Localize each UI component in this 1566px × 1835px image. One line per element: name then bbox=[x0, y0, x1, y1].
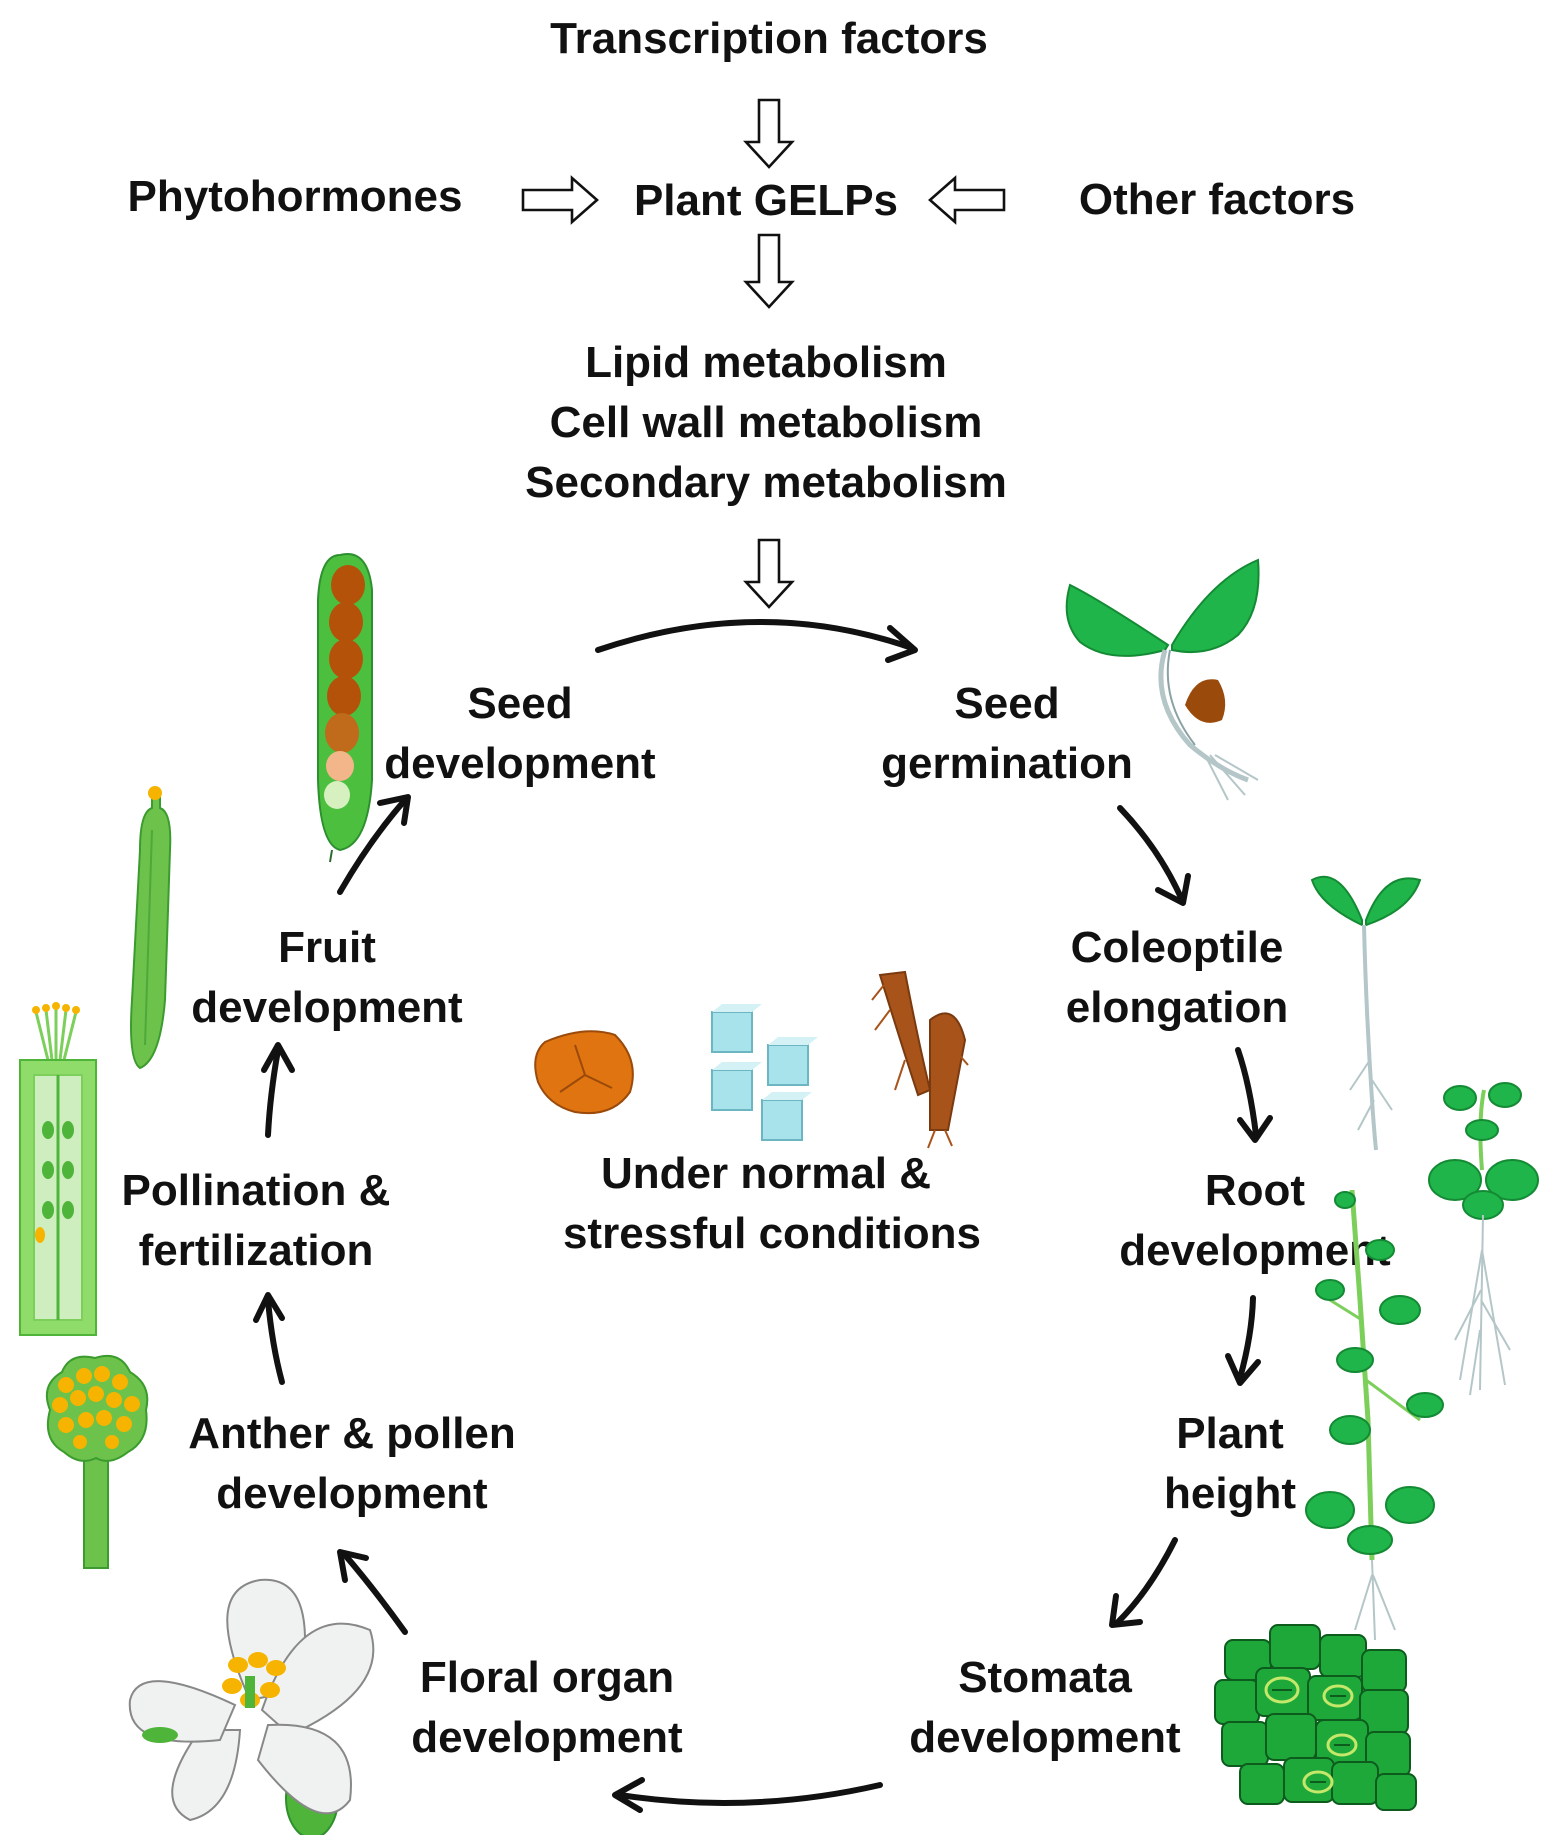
stage-stomata-development: Stomata development bbox=[909, 1653, 1181, 1762]
stage-label-line2: development bbox=[411, 1713, 683, 1762]
flower-illustration bbox=[128, 1578, 375, 1835]
cycle-arrow-fruit-to-seed-dev bbox=[337, 794, 411, 895]
fruit-pod-illustration bbox=[130, 786, 172, 1070]
cycle-arrow-anther-to-pollination bbox=[253, 1292, 285, 1385]
arrow-right-from-phytohormones bbox=[521, 175, 599, 225]
phytohormones-label: Phytohormones bbox=[128, 172, 463, 221]
stage-label-line1: Stomata bbox=[958, 1653, 1132, 1702]
tall-plant-illustration bbox=[1305, 1189, 1444, 1641]
stage-label-line1: Root bbox=[1205, 1166, 1306, 1215]
stage-label-line1: Pollination & bbox=[122, 1166, 391, 1215]
anther-illustration bbox=[46, 1354, 149, 1569]
stage-label-line2: development bbox=[384, 739, 656, 788]
arrow-down-to-life-cycle bbox=[743, 538, 795, 609]
cell-wall-metabolism-label: Cell wall metabolism bbox=[550, 398, 983, 447]
stage-label-line1: Fruit bbox=[278, 923, 376, 972]
stage-pollination-fertilization: Pollination & fertilization bbox=[122, 1166, 391, 1275]
cycle-arrow-germination-to-coleoptile bbox=[1117, 805, 1191, 906]
stage-label-line2: development bbox=[1119, 1226, 1391, 1275]
other-factors-label: Other factors bbox=[1079, 175, 1355, 224]
stage-label-line1: Seed bbox=[467, 679, 572, 728]
young-plant-illustration bbox=[1428, 1082, 1539, 1396]
stage-label-line2: development bbox=[191, 983, 463, 1032]
cycle-arrow-root-to-plant-height bbox=[1225, 1295, 1261, 1386]
stage-floral-organ-development: Floral organ development bbox=[411, 1653, 683, 1762]
stage-root-development: Root development bbox=[1119, 1166, 1391, 1275]
stomata-illustration bbox=[1214, 1624, 1417, 1811]
cycle-arrow-plant-height-to-stomata bbox=[1109, 1537, 1178, 1628]
cycle-arrow-floral-to-anther bbox=[337, 1549, 408, 1635]
stage-fruit-development: Fruit development bbox=[191, 923, 463, 1032]
small-seedling-illustration bbox=[1310, 875, 1422, 1151]
arrow-down-to-metabolism bbox=[743, 233, 795, 309]
stage-label-line2: elongation bbox=[1066, 983, 1288, 1032]
stage-anther-pollen-development: Anther & pollen development bbox=[188, 1409, 516, 1518]
stage-seed-germination: Seed germination bbox=[881, 679, 1133, 788]
ice-cubes-icon bbox=[711, 1004, 818, 1141]
center-label-line2: stressful conditions bbox=[563, 1209, 981, 1258]
dry-roots-icon bbox=[871, 970, 969, 1149]
seed-pod-illustration bbox=[317, 553, 373, 863]
cycle-arrow-seed-dev-to-germination bbox=[595, 619, 918, 663]
stage-label-line1: Anther & pollen bbox=[188, 1409, 516, 1458]
germinating-seedling-illustration bbox=[1065, 558, 1260, 801]
cycle-arrow-pollination-to-fruit bbox=[261, 1042, 295, 1138]
stage-label-line2: fertilization bbox=[139, 1226, 374, 1275]
plant-gelps-label: Plant GELPs bbox=[634, 176, 898, 225]
stage-label-line1: Coleoptile bbox=[1071, 923, 1284, 972]
stage-label-line2: germination bbox=[881, 739, 1133, 788]
arrow-left-from-other-factors bbox=[928, 175, 1006, 225]
cycle-arrow-stomata-to-floral bbox=[612, 1777, 883, 1813]
stage-label-line1: Plant bbox=[1176, 1409, 1284, 1458]
lipid-metabolism-label: Lipid metabolism bbox=[585, 338, 947, 387]
dry-soil-icon bbox=[534, 1030, 634, 1115]
pistil-illustration bbox=[19, 1002, 97, 1336]
secondary-metabolism-label: Secondary metabolism bbox=[525, 458, 1007, 507]
stage-label-line1: Floral organ bbox=[420, 1653, 674, 1702]
stage-seed-development: Seed development bbox=[384, 679, 656, 788]
stage-label-line1: Seed bbox=[954, 679, 1059, 728]
transcription-factors-label: Transcription factors bbox=[550, 14, 988, 63]
arrow-down-from-transcription-factors bbox=[743, 98, 795, 169]
cycle-arrow-coleoptile-to-root bbox=[1235, 1047, 1273, 1143]
center-label-line1: Under normal & bbox=[601, 1149, 931, 1198]
stage-coleoptile-elongation: Coleoptile elongation bbox=[1066, 923, 1288, 1032]
stage-plant-height: Plant height bbox=[1164, 1409, 1296, 1518]
stage-label-line2: height bbox=[1164, 1469, 1296, 1518]
stage-label-line2: development bbox=[909, 1713, 1181, 1762]
stage-label-line2: development bbox=[216, 1469, 488, 1518]
